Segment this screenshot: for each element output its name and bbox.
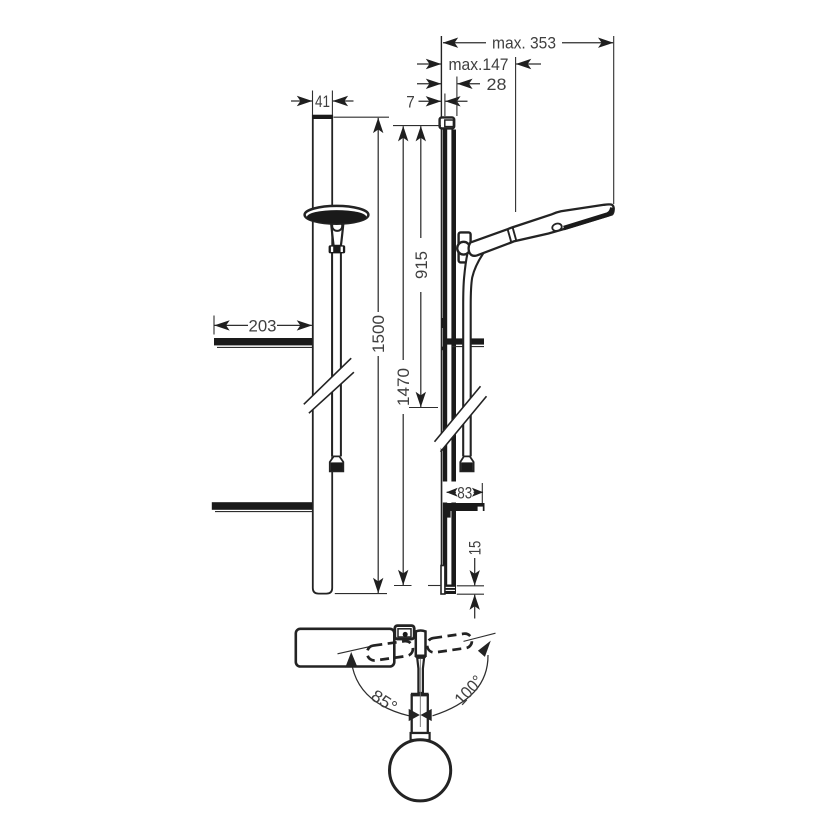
filled-shape bbox=[451, 129, 456, 585]
hose-front bbox=[328, 253, 345, 473]
dim-shelf-depth-label: 83 bbox=[457, 484, 472, 503]
head-circle-top bbox=[388, 738, 453, 803]
hand-shower-side bbox=[467, 203, 615, 257]
white-mask bbox=[442, 481, 489, 503]
outline bbox=[303, 357, 352, 405]
dim-total-height-label: 1500 bbox=[369, 315, 388, 353]
top-view bbox=[294, 624, 496, 803]
dashed-outline bbox=[425, 632, 474, 654]
front-view bbox=[211, 114, 370, 595]
hose-connector-front bbox=[328, 455, 345, 473]
holder-clamp-top bbox=[393, 624, 416, 641]
dim-bar-width: 41 bbox=[291, 90, 354, 115]
white-mask bbox=[436, 388, 485, 450]
filled-shape bbox=[442, 584, 456, 594]
hose-nut-front bbox=[328, 245, 346, 254]
filled-shape bbox=[442, 129, 448, 585]
dimensions: 41 7 28 max.147 max. 353 bbox=[213, 34, 615, 722]
dim-upper-section: 915 bbox=[412, 125, 431, 408]
wall-bar-front bbox=[311, 114, 334, 595]
swivel-leader-right bbox=[463, 632, 496, 642]
dim-upper-section-label: 915 bbox=[412, 251, 431, 279]
outline bbox=[311, 114, 334, 595]
outline bbox=[462, 251, 469, 457]
outline bbox=[433, 385, 482, 443]
outline bbox=[414, 629, 427, 658]
dim-max-reach-small-label: max.147 bbox=[449, 55, 509, 74]
dim-max-reach-total: max. 353 bbox=[442, 34, 615, 204]
dim-bar-width-label: 41 bbox=[315, 92, 330, 111]
filled-shape bbox=[214, 338, 314, 346]
white-mask bbox=[330, 246, 334, 252]
arrowhead bbox=[477, 640, 491, 657]
arrowhead bbox=[420, 708, 432, 722]
outline bbox=[506, 228, 513, 243]
break-symbol-front bbox=[303, 357, 355, 414]
white-mask bbox=[305, 359, 353, 412]
outline bbox=[444, 119, 455, 128]
dim-fixing-height-label: 1470 bbox=[394, 368, 413, 406]
hand-shower-top bbox=[388, 629, 453, 803]
handle-hook-notch bbox=[551, 222, 563, 232]
dashed-outline bbox=[365, 639, 415, 662]
white-mask bbox=[331, 253, 342, 457]
dim-max-reach-total-label: max. 353 bbox=[492, 34, 556, 53]
white-mask bbox=[477, 506, 483, 511]
filled-shape bbox=[443, 503, 485, 511]
filled-shape bbox=[402, 631, 408, 637]
hose-side bbox=[459, 248, 487, 473]
shelf-clamp-lower bbox=[441, 346, 445, 351]
dim-bottom-offset: 15 bbox=[466, 541, 485, 619]
shelf-lower-front bbox=[211, 502, 314, 513]
dim-wall-to-bar: 28 bbox=[417, 75, 507, 116]
arrowhead bbox=[345, 652, 357, 668]
dim-wall-gap-label: 7 bbox=[406, 92, 415, 111]
shelf-clamp-upper bbox=[441, 318, 445, 328]
dim-wall-to-bar-label: 28 bbox=[487, 75, 507, 94]
white-mask bbox=[340, 246, 343, 252]
dim-shelf-width: 203 bbox=[213, 315, 313, 335]
outline bbox=[308, 371, 355, 414]
wall-bar-side bbox=[442, 129, 456, 585]
outline bbox=[440, 564, 446, 595]
dimension-line bbox=[432, 654, 489, 717]
arrowhead bbox=[408, 708, 420, 722]
swivel-leader-left bbox=[337, 645, 372, 655]
dim-swivel-right-label: 100° bbox=[451, 672, 487, 709]
shelf-lower-side bbox=[443, 503, 485, 518]
filled-shape bbox=[312, 114, 333, 119]
break-symbol-side bbox=[433, 385, 488, 453]
filled-shape bbox=[330, 462, 343, 471]
filled-shape bbox=[445, 511, 451, 518]
dim-fixing-height: 1470 bbox=[394, 125, 413, 586]
hand-shower-front bbox=[303, 204, 370, 254]
shelf-upper-front bbox=[214, 338, 314, 348]
rail-bottom-cap-side bbox=[440, 564, 456, 595]
dim-wall-gap: 7 bbox=[406, 92, 468, 116]
hose-connector-side bbox=[459, 455, 475, 473]
white-mask bbox=[463, 249, 486, 457]
swivel-position-right bbox=[425, 632, 474, 654]
outline bbox=[467, 203, 615, 257]
head-face-front bbox=[307, 210, 367, 224]
dim-shelf-width-label: 203 bbox=[249, 316, 277, 335]
outline bbox=[469, 248, 487, 457]
swivel-position-left bbox=[365, 639, 415, 662]
side-view bbox=[433, 36, 615, 595]
dim-shelf-depth: 83 bbox=[442, 481, 489, 503]
outline bbox=[439, 395, 488, 453]
outline bbox=[511, 227, 518, 241]
dim-total-height: 1500 bbox=[369, 117, 388, 594]
filled-shape bbox=[461, 462, 473, 471]
spray-face-side bbox=[563, 207, 615, 231]
filled-shape bbox=[211, 502, 314, 510]
dim-bottom-offset-label: 15 bbox=[466, 541, 485, 556]
wall-bar-top bbox=[294, 627, 396, 668]
wall-mount-side bbox=[438, 116, 456, 130]
dim-max-reach-small: max.147 bbox=[417, 55, 541, 212]
swivel-arc-arrows bbox=[408, 708, 432, 722]
dimension-line bbox=[351, 667, 410, 717]
